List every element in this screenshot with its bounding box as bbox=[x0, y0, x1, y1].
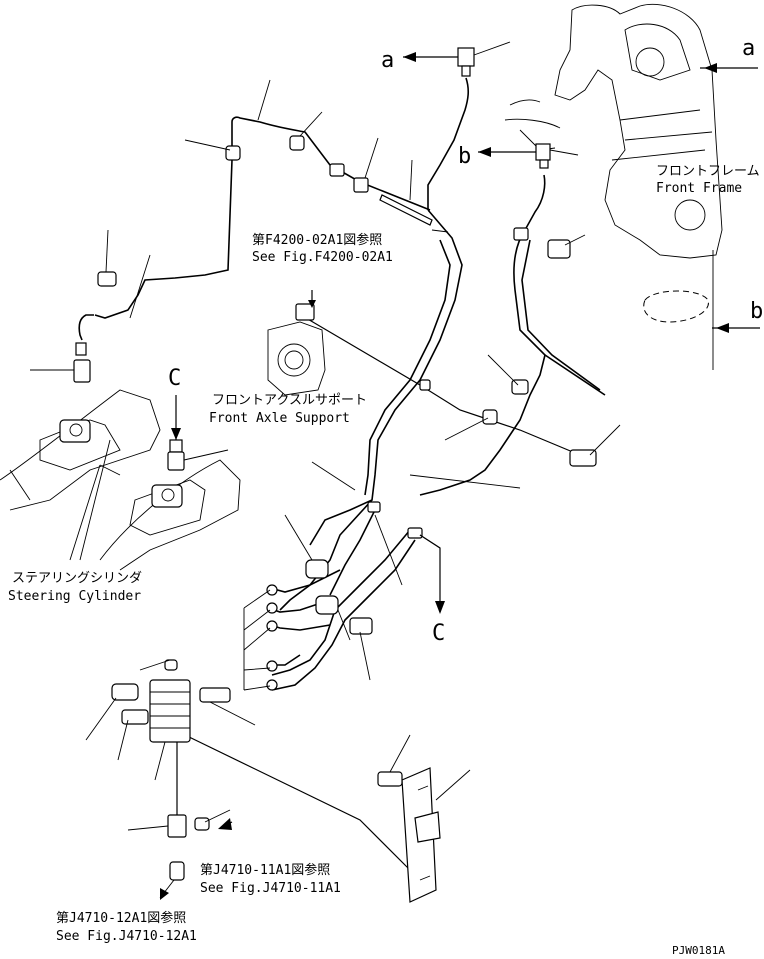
steering-cylinder-upper bbox=[0, 389, 161, 511]
steering-cylinder-label-en: Steering Cylinder bbox=[8, 589, 141, 604]
mounting-bracket bbox=[377, 734, 471, 903]
front-axle-label-en: Front Axle Support bbox=[209, 411, 350, 426]
front-frame-label-en: Front Frame bbox=[656, 181, 742, 196]
front-axle-label-jp: フロントアクスルサポート bbox=[212, 393, 367, 408]
front-frame-label-jp: フロントフレーム bbox=[656, 164, 760, 179]
fig-j4710-12-label-jp: 第J4710-12A1図参照 bbox=[56, 910, 186, 926]
label-b-right: b bbox=[750, 299, 763, 324]
label-b-left: b bbox=[458, 144, 471, 169]
tee-fitting-a bbox=[427, 41, 511, 210]
front-axle-support bbox=[267, 290, 326, 396]
label-c-bottom: C bbox=[432, 621, 445, 646]
fig-f4200-label-en: See Fig.F4200-02A1 bbox=[252, 250, 393, 265]
distribution-block bbox=[85, 659, 256, 900]
fig-j4710-11-label-en: See Fig.J4710-11A1 bbox=[200, 881, 341, 896]
label-a-left: a bbox=[381, 48, 394, 73]
drawing-code: PJW0181A bbox=[672, 944, 725, 957]
steering-cylinder-lower bbox=[99, 439, 241, 571]
fig-j4710-11-label-jp: 第J4710-11A1図参照 bbox=[200, 862, 330, 878]
clamps-and-fittings bbox=[184, 79, 621, 691]
steering-cylinder-label-jp: ステアリングシリンダ bbox=[12, 571, 142, 586]
connection-marks: a a b b bbox=[381, 36, 763, 333]
tee-fitting-b bbox=[524, 143, 579, 231]
upper-left-pipe-fittings bbox=[30, 229, 151, 383]
fig-j4710-12-label-en: See Fig.J4710-12A1 bbox=[56, 929, 197, 944]
fig-f4200-label-jp: 第F4200-02A1図参照 bbox=[252, 232, 382, 248]
label-c-top: C bbox=[168, 366, 181, 391]
label-a-right: a bbox=[742, 36, 755, 61]
